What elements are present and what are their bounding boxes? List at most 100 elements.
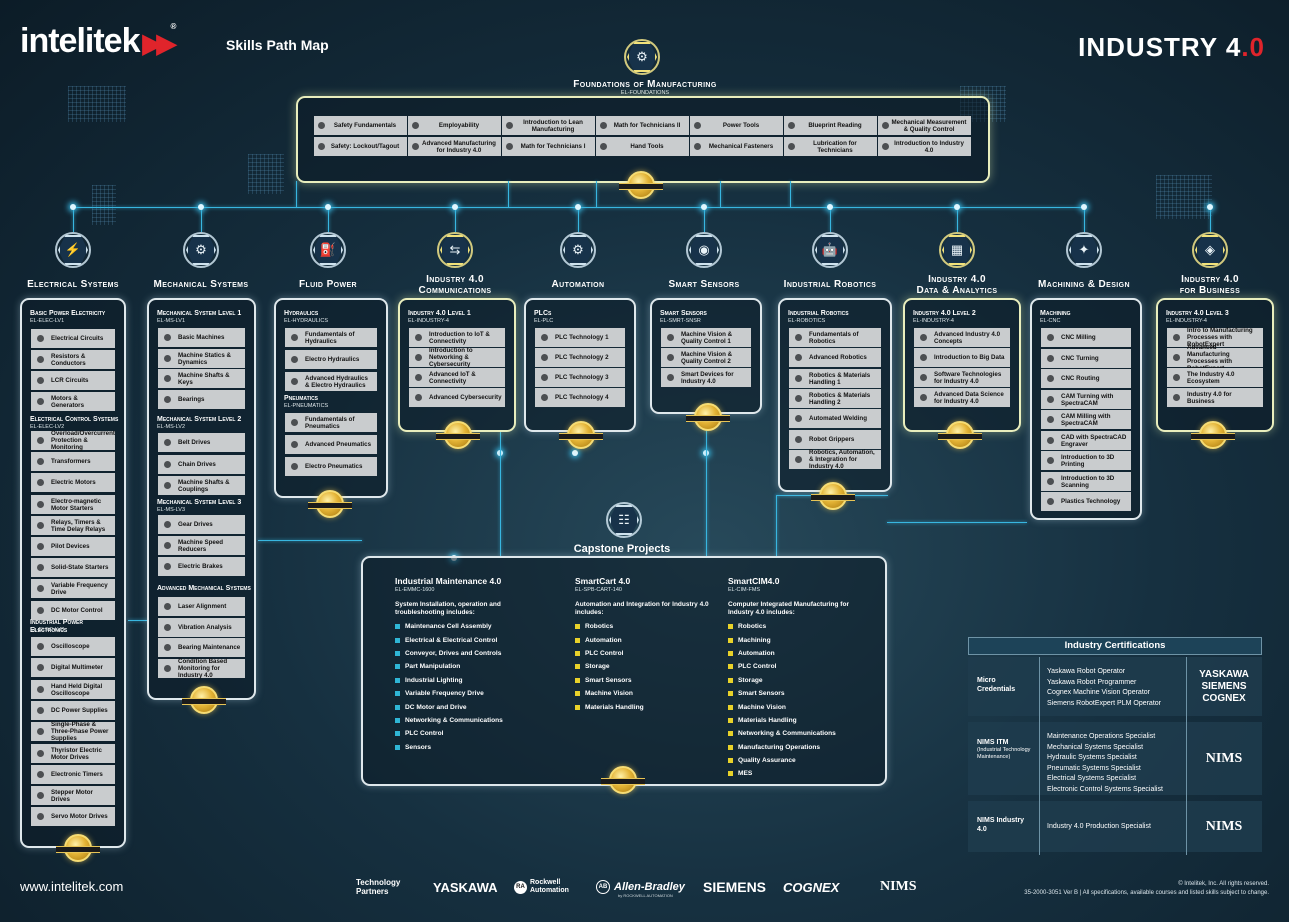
course-label: Hand Tools (630, 143, 664, 150)
course-electric-brakes[interactable]: Electric Brakes (158, 557, 245, 576)
course-advanced-cybersecurity[interactable]: Advanced Cybersecurity (409, 388, 505, 407)
legal-line-2: 35-2000-3051 Ver B | All specifications,… (1024, 890, 1269, 896)
course-item[interactable]: Introduction to Lean Manufacturing (502, 116, 595, 135)
course-bearings[interactable]: Bearings (158, 390, 245, 409)
course-advanced-robotics[interactable]: Advanced Robotics (789, 348, 881, 367)
course-electro-magnetic-motor-starters[interactable]: Electro-magnetic Motor Starters (31, 495, 115, 514)
course-electrical-circuits[interactable]: Electrical Circuits (31, 329, 115, 348)
course-introduction-to-3d-scanning[interactable]: Introduction to 3D Scanning (1041, 472, 1131, 491)
course-overload-overcurrent-protection-monitoring[interactable]: Overload/Overcurrent Protection & Monito… (31, 430, 115, 451)
course-servo-motor-drives[interactable]: Servo Motor Drives (31, 807, 115, 826)
course-item[interactable]: Mechanical Measurement & Quality Control (878, 116, 971, 135)
course-machine-speed-reducers[interactable]: Machine Speed Reducers (158, 536, 245, 555)
course-item[interactable]: Safety: Lockout/Tagout (314, 137, 407, 156)
course-robotics-materials-handling-1[interactable]: Robotics & Materials Handling 1 (789, 369, 881, 388)
course-item[interactable]: Hand Tools (596, 137, 689, 156)
course-item[interactable]: Math for Technicians II (596, 116, 689, 135)
course-belt-drives[interactable]: Belt Drives (158, 433, 245, 452)
course-the-industry-4-0-ecosystem[interactable]: The Industry 4.0 Ecosystem (1167, 368, 1263, 387)
course-industry-4-0-for-business[interactable]: Industry 4.0 for Business (1167, 388, 1263, 407)
course-robotics-automation-integration-for-industry-4-0[interactable]: Robotics, Automation, & Integration for … (789, 449, 881, 470)
course-advanced-pneumatics[interactable]: Advanced Pneumatics (285, 435, 377, 454)
course-plc-technology-1[interactable]: PLC Technology 1 (535, 328, 625, 347)
course-introduction-to-big-data[interactable]: Introduction to Big Data (914, 348, 1010, 367)
course-electro-hydraulics[interactable]: Electro Hydraulics (285, 350, 377, 369)
course-stepper-motor-drives[interactable]: Stepper Motor Drives (31, 786, 115, 805)
course-vibration-analysis[interactable]: Vibration Analysis (158, 618, 245, 637)
course-advanced-industry-4-0-concepts[interactable]: Advanced Industry 4.0 Concepts (914, 328, 1010, 347)
course-item[interactable]: Employability (408, 116, 501, 135)
course-item[interactable]: Blueprint Reading (784, 116, 877, 135)
course-smart-devices-for-industry-4-0[interactable]: Smart Devices for Industry 4.0 (661, 368, 751, 387)
course-fundamentals-of-pneumatics[interactable]: Fundamentals of Pneumatics (285, 413, 377, 432)
project-item: Manufacturing Operations (728, 741, 888, 754)
course-advanced-iot-connectivity[interactable]: Advanced IoT & Connectivity (409, 368, 505, 387)
course-advanced-manufacturing-processes-with-robotexpert[interactable]: Advanced Manufacturing Processes with Ro… (1167, 344, 1263, 372)
course-single-phase-three-phase-power-supplies[interactable]: Single-Phase & Three-Phase Power Supplie… (31, 721, 115, 742)
course-machine-shafts-couplings[interactable]: Machine Shafts & Couplings (158, 476, 245, 495)
course-laser-alignment[interactable]: Laser Alignment (158, 597, 245, 616)
course-plc-technology-2[interactable]: PLC Technology 2 (535, 348, 625, 367)
course-oscilloscope[interactable]: Oscilloscope (31, 637, 115, 656)
course-pilot-devices[interactable]: Pilot Devices (31, 537, 115, 556)
course-label: Stepper Motor Drives (51, 788, 93, 803)
course-machine-vision-quality-control-1[interactable]: Machine Vision & Quality Control 1 (661, 328, 751, 347)
course-cnc-routing[interactable]: CNC Routing (1041, 369, 1131, 388)
course-item[interactable]: Mechanical Fasteners (690, 137, 783, 156)
course-machine-vision-quality-control-2[interactable]: Machine Vision & Quality Control 2 (661, 348, 751, 367)
course-automated-welding[interactable]: Automated Welding (789, 409, 881, 428)
course-item[interactable]: Introduction to Industry 4.0 (878, 137, 971, 156)
course-intro-to-manufacturing-processes-with-robotexpert[interactable]: Intro to Manufacturing Processes with Ro… (1167, 327, 1263, 348)
course-bearing-maintenance[interactable]: Bearing Maintenance (158, 638, 245, 657)
course-introduction-to-iot-connectivity[interactable]: Introduction to IoT & Connectivity (409, 328, 505, 347)
website-link[interactable]: www.intelitek.com (20, 879, 124, 894)
course-plc-technology-4[interactable]: PLC Technology 4 (535, 388, 625, 407)
course-cnc-milling[interactable]: CNC Milling (1041, 328, 1131, 347)
course-cnc-turning[interactable]: CNC Turning (1041, 349, 1131, 368)
course-fundamentals-of-hydraulics[interactable]: Fundamentals of Hydraulics (285, 328, 377, 347)
course-variable-frequency-drive[interactable]: Variable Frequency Drive (31, 579, 115, 598)
course-software-technologies-for-industry-4-0[interactable]: Software Technologies for Industry 4.0 (914, 368, 1010, 387)
course-introduction-to-3d-printing[interactable]: Introduction to 3D Printing (1041, 451, 1131, 470)
course-transformers[interactable]: Transformers (31, 452, 115, 471)
course-fundamentals-of-robotics[interactable]: Fundamentals of Robotics (789, 328, 881, 347)
course-electronic-timers[interactable]: Electronic Timers (31, 765, 115, 784)
decor-grid (248, 154, 284, 194)
course-introduction-to-networking-cybersecurity[interactable]: Introduction to Networking & Cybersecuri… (409, 347, 505, 368)
course-item[interactable]: Power Tools (690, 116, 783, 135)
course-dc-motor-control[interactable]: DC Motor Control (31, 601, 115, 620)
course-robotics-materials-handling-2[interactable]: Robotics & Materials Handling 2 (789, 389, 881, 408)
course-motors-generators[interactable]: Motors & Generators (31, 392, 115, 411)
course-item[interactable]: Advanced Manufacturing for Industry 4.0 (408, 137, 501, 156)
course-plastics-technology[interactable]: Plastics Technology (1041, 492, 1131, 511)
course-item[interactable]: Math for Technicians I (502, 137, 595, 156)
course-lcr-circuits[interactable]: LCR Circuits (31, 371, 115, 390)
course-machine-shafts-keys[interactable]: Machine Shafts & Keys (158, 369, 245, 388)
course-solid-state-starters[interactable]: Solid-State Starters (31, 558, 115, 577)
course-electric-motors[interactable]: Electric Motors (31, 473, 115, 492)
course-cad-with-spectracad-engraver[interactable]: CAD with SpectraCAD Engraver (1041, 431, 1131, 450)
course-advanced-hydraulics-electro-hydraulics[interactable]: Advanced Hydraulics & Electro Hydraulics (285, 372, 377, 391)
course-item[interactable]: Lubrication for Technicians (784, 137, 877, 156)
course-cam-milling-with-spectracam[interactable]: CAM Milling with SpectraCAM (1041, 410, 1131, 429)
course-robot-grippers[interactable]: Robot Grippers (789, 430, 881, 449)
course-advanced-data-science-for-industry-4-0[interactable]: Advanced Data Science for Industry 4.0 (914, 388, 1010, 407)
course-relays-timers-time-delay-relays[interactable]: Relays, Timers & Time Delay Relays (31, 516, 115, 535)
course-cam-turning-with-spectracam[interactable]: CAM Turning with SpectraCAM (1041, 390, 1131, 409)
course-resistors-conductors[interactable]: Resistors & Conductors (31, 350, 115, 369)
course-thyristor-electric-motor-drives[interactable]: Thyristor Electric Motor Drives (31, 744, 115, 763)
data-icon-ring (939, 232, 975, 268)
course-plc-technology-3[interactable]: PLC Technology 3 (535, 368, 625, 387)
course-item[interactable]: Safety Fundamentals (314, 116, 407, 135)
course-digital-multimeter[interactable]: Digital Multimeter (31, 658, 115, 677)
course-machine-statics-dynamics[interactable]: Machine Statics & Dynamics (158, 349, 245, 368)
course-electro-pneumatics[interactable]: Electro Pneumatics (285, 457, 377, 476)
course-hand-held-digital-oscilloscope[interactable]: Hand Held Digital Oscilloscope (31, 680, 115, 699)
course-dc-power-supplies[interactable]: DC Power Supplies (31, 701, 115, 720)
bullet-icon (728, 650, 733, 656)
course-gear-drives[interactable]: Gear Drives (158, 515, 245, 534)
course-condition-based-monitoring-for-industry-4-0[interactable]: Condition Based Monitoring for Industry … (158, 658, 245, 679)
course-chain-drives[interactable]: Chain Drives (158, 455, 245, 474)
course-basic-machines[interactable]: Basic Machines (158, 328, 245, 347)
project-name: SmartCart 4.0 (575, 576, 631, 586)
